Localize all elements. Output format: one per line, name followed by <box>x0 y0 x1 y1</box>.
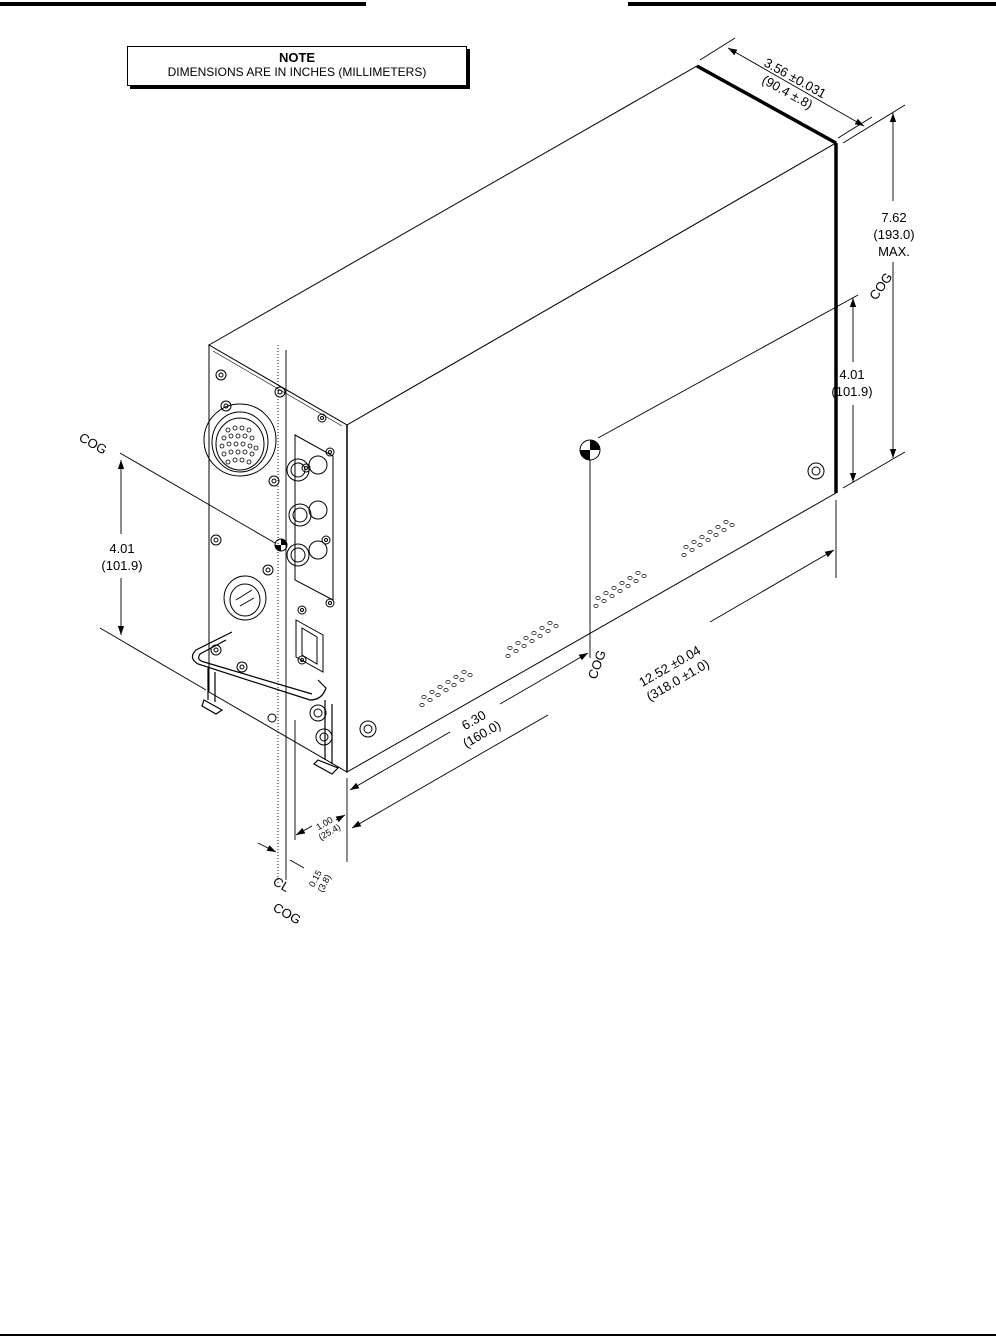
height-in: 7.62 <box>881 210 906 225</box>
unit-body <box>209 66 836 772</box>
cog-height-rear-mm: (101.9) <box>831 384 872 399</box>
cog-label-front: COG <box>77 430 110 458</box>
cog-symbol-front <box>275 539 287 551</box>
cog-symbol <box>580 440 600 460</box>
height-mm: (193.0) <box>873 227 914 242</box>
cog-height-front-mm: (101.9) <box>101 558 142 573</box>
cog-label-bottom: COG <box>271 900 304 928</box>
cog-label-rear: COG <box>866 270 895 303</box>
cog-label-side: COG <box>585 648 609 681</box>
centerline-label: CL <box>271 874 293 895</box>
cog-height-rear-in: 4.01 <box>839 367 864 382</box>
cog-height-front-in: 4.01 <box>109 541 134 556</box>
height-suffix: MAX. <box>878 244 910 259</box>
footer-rule <box>0 1334 996 1336</box>
